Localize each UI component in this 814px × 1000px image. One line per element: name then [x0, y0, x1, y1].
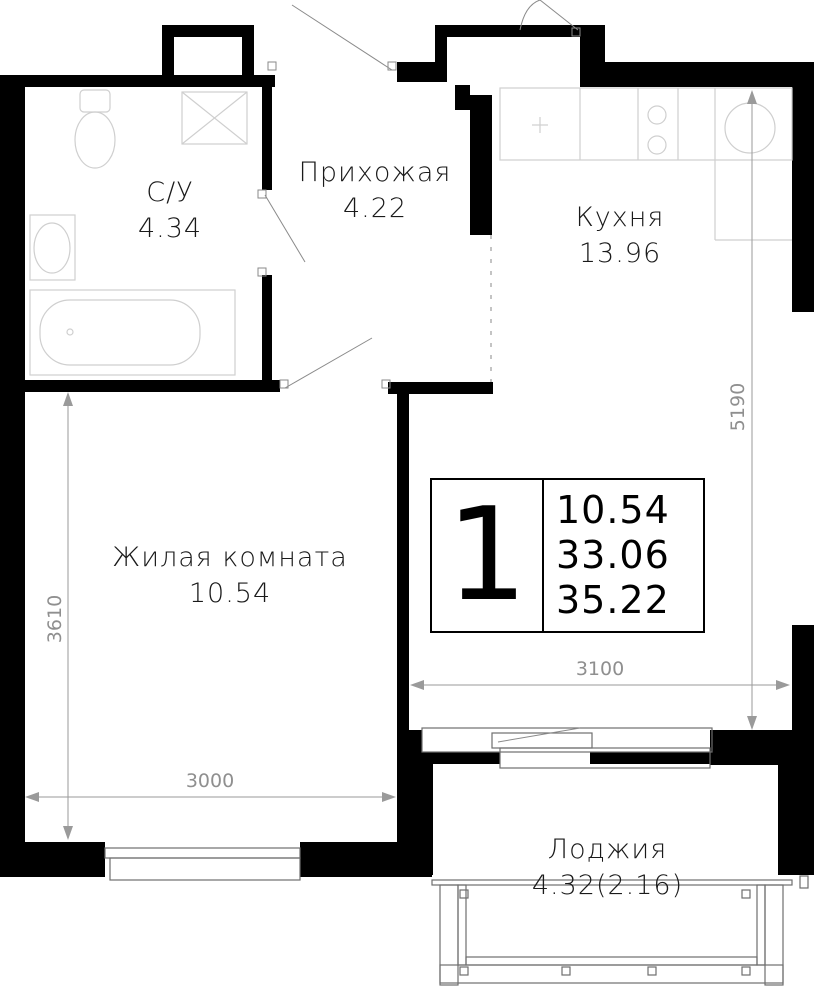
kitchen-width-dimension: 3100 [575, 658, 625, 680]
loggia-label: Лоджия 4.32(2.16) [500, 832, 715, 904]
total-area-value: 33.06 [556, 533, 670, 577]
kitchen-label: Кухня 13.96 [545, 200, 695, 272]
loggia-name: Лоджия [547, 834, 668, 865]
kitchen-name: Кухня [575, 202, 665, 233]
fixtures [29, 87, 793, 376]
loggia-area: 4.32(2.16) [531, 870, 684, 901]
bathroom-area: 4.34 [137, 213, 203, 244]
bathroom-name: С/У [146, 177, 194, 208]
hallway-label: Прихожая 4.22 [280, 155, 470, 227]
kitchen-area: 13.96 [578, 238, 662, 269]
hallway-name: Прихожая [298, 157, 452, 188]
total-with-loggia-value: 35.22 [556, 578, 670, 622]
bathroom-label: С/У 4.34 [110, 175, 230, 247]
living-area-value: 10.54 [556, 488, 670, 532]
kitchen-height-dimension: 5190 [727, 382, 749, 432]
dimension-lines [25, 90, 790, 840]
living-room-label: Жилая комната 10.54 [80, 540, 380, 612]
thin-lines [104, 0, 809, 986]
hallway-area: 4.22 [342, 193, 408, 224]
room-count: 1 [432, 480, 544, 631]
area-summary-box: 1 10.54 33.06 35.22 [430, 478, 705, 633]
living-room-name: Жилая комната [112, 542, 348, 573]
area-values: 10.54 33.06 35.22 [544, 480, 703, 631]
walls [0, 25, 814, 877]
living-height-dimension: 3610 [44, 594, 66, 644]
living-width-dimension: 3000 [185, 770, 235, 792]
living-room-area: 10.54 [188, 578, 272, 609]
